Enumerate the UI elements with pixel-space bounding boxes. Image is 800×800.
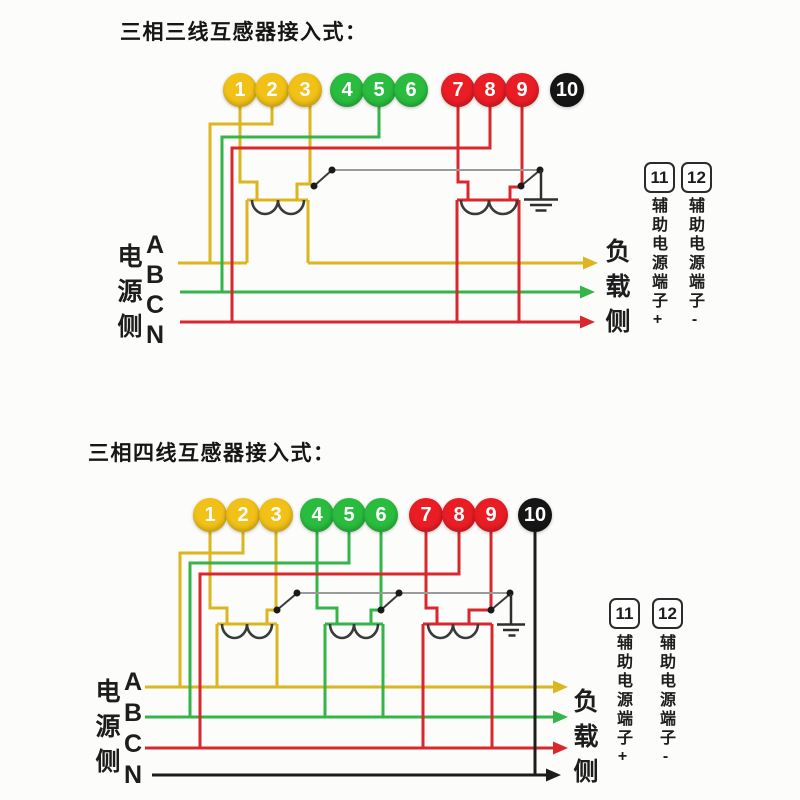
bottom-terminal-6: 6 xyxy=(364,498,398,532)
ct-symbol xyxy=(220,623,274,640)
top-aux-label-negative: 辅助电源端子- xyxy=(686,197,703,331)
top-ct-symbols xyxy=(250,199,519,216)
terminal-number: 5 xyxy=(373,78,385,101)
bottom-phase-b-wires xyxy=(145,532,553,719)
bottom-terminal-2: 2 xyxy=(226,498,260,532)
bottom-aux-terminal-11: 11 xyxy=(609,598,640,629)
terminal-number: 2 xyxy=(237,503,249,526)
bottom-aux-terminal-12: 12 xyxy=(652,598,683,629)
terminal-number: 3 xyxy=(299,78,311,101)
phase-label-n: N xyxy=(124,761,143,789)
terminal-number: 3 xyxy=(270,503,282,526)
bottom-aux-label-negative: 辅助电源端子- xyxy=(657,634,674,768)
phase-label-c: C xyxy=(124,730,143,758)
top-phase-c-arrow xyxy=(580,315,595,329)
terminal-number: 7 xyxy=(452,78,464,101)
top-aux-terminal-11: 11 xyxy=(644,162,675,193)
top-load-side-label: 负载侧 xyxy=(602,238,630,343)
bottom-terminal-7: 7 xyxy=(409,498,443,532)
bottom-phase-c-wires xyxy=(145,532,553,750)
phase-label-b: B xyxy=(124,699,143,727)
bottom-terminal-1: 1 xyxy=(193,498,227,532)
ct-symbol xyxy=(426,623,480,640)
bottom-phase-a-arrow xyxy=(553,680,568,694)
terminal-number: 8 xyxy=(484,78,496,101)
bottom-ct-symbols xyxy=(220,623,480,640)
top-terminal-8: 8 xyxy=(473,73,507,107)
top-phase-b-arrow xyxy=(580,285,595,299)
bottom-terminal-5: 5 xyxy=(332,498,366,532)
phase-label-n: N xyxy=(146,321,165,349)
bottom-phase-labels: A B C N xyxy=(124,667,142,791)
top-diagram-title: 三相三线互感器接入式： xyxy=(120,21,368,44)
terminal-number: 1 xyxy=(234,78,246,101)
top-phase-b-wires xyxy=(180,106,580,294)
phase-label-a: A xyxy=(124,668,143,696)
phase-label-c: C xyxy=(146,291,165,319)
terminal-number: 4 xyxy=(311,503,323,526)
ct-symbol xyxy=(459,199,519,216)
terminal-number: 9 xyxy=(516,78,528,101)
top-aux-label-positive: 辅助电源端子+ xyxy=(649,197,666,331)
bottom-phase-b-arrow xyxy=(553,710,568,724)
top-terminal-2: 2 xyxy=(255,73,289,107)
bottom-ground-icon xyxy=(497,594,525,637)
bottom-load-side-label: 负载侧 xyxy=(570,688,598,793)
bottom-aux-label-positive: 辅助电源端子+ xyxy=(614,634,631,768)
top-terminal-6: 6 xyxy=(394,73,428,107)
terminal-number: 9 xyxy=(485,503,497,526)
bottom-diagram-title: 三相四线互感器接入式： xyxy=(88,442,336,465)
top-terminal-7: 7 xyxy=(441,73,475,107)
bottom-terminal-4: 4 xyxy=(300,498,334,532)
top-source-side-label: 电源侧 xyxy=(114,243,142,348)
top-terminal-9: 9 xyxy=(505,73,539,107)
terminal-number: 7 xyxy=(420,503,432,526)
phase-label-b: B xyxy=(146,261,165,289)
ct-symbol xyxy=(250,199,306,216)
bottom-neutral-wires xyxy=(152,532,546,777)
bottom-terminal-10: 10 xyxy=(518,498,552,532)
top-phase-a-arrow xyxy=(583,256,598,270)
terminal-number: 1 xyxy=(204,503,216,526)
top-terminal-10: 10 xyxy=(550,73,584,107)
terminal-number: 6 xyxy=(405,78,417,101)
top-terminal-3: 3 xyxy=(288,73,322,107)
bottom-neutral-arrow xyxy=(546,768,561,782)
terminal-number: 4 xyxy=(341,78,353,101)
bottom-terminal-8: 8 xyxy=(442,498,476,532)
top-terminal-4: 4 xyxy=(330,73,364,107)
bottom-terminal-9: 9 xyxy=(474,498,508,532)
bottom-voltage-link xyxy=(273,589,514,614)
terminal-number: 2 xyxy=(266,78,278,101)
terminal-number: 6 xyxy=(375,503,387,526)
terminal-number: 5 xyxy=(343,503,355,526)
bottom-phase-c-arrow xyxy=(553,741,568,755)
top-terminal-1: 1 xyxy=(223,73,257,107)
top-ground-icon xyxy=(524,170,558,212)
phase-label-a: A xyxy=(146,231,165,259)
ct-symbol xyxy=(328,623,380,640)
terminal-number: 8 xyxy=(453,503,465,526)
top-phase-a-wires xyxy=(178,106,583,265)
bottom-source-side-label: 电源侧 xyxy=(92,678,120,783)
top-phase-labels: A B C N xyxy=(146,230,164,350)
top-terminal-5: 5 xyxy=(362,73,396,107)
top-aux-terminal-12: 12 xyxy=(681,162,712,193)
terminal-number: 10 xyxy=(555,78,579,101)
bottom-terminal-3: 3 xyxy=(259,498,293,532)
terminal-number: 10 xyxy=(523,503,547,526)
